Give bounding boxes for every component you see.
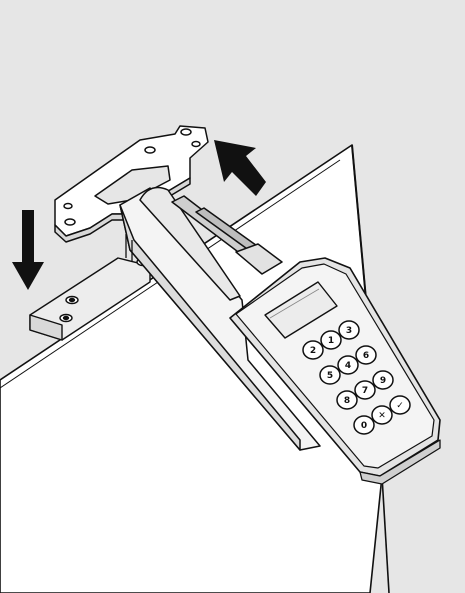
keypad-key-label: 6 — [363, 351, 369, 361]
keypad-grid: 3 1 2 6 4 5 9 7 8 ✓ ✕ 0 — [302, 320, 411, 435]
keypad-key-label: ✓ — [396, 401, 404, 411]
keypad-key-shape — [372, 370, 394, 390]
keypad-key-label: 1 — [328, 336, 334, 346]
top-bracket-plate — [54, 125, 209, 243]
keypad-key-shape — [337, 355, 359, 375]
keypad-key-shape — [353, 415, 375, 435]
keypad-key-label: 3 — [346, 326, 352, 336]
keypad-key-shape — [336, 390, 358, 410]
keypad-key-shape — [355, 345, 377, 365]
keypad-key-shape — [302, 340, 324, 360]
keypad-key: 4 — [337, 355, 359, 375]
keypad-key: 3 — [338, 320, 360, 340]
device-screen — [264, 281, 338, 339]
keypad-key-label: ✕ — [378, 411, 386, 421]
keypad-key: 1 — [320, 330, 342, 350]
keypad-key: 2 — [302, 340, 324, 360]
keypad-key-shape — [338, 320, 360, 340]
keypad-key-shape — [371, 405, 393, 425]
keypad-key-label: 8 — [344, 396, 350, 406]
bracket-arm — [119, 186, 321, 451]
keypad-key-label: 0 — [361, 421, 367, 431]
up-right-arrow-icon — [214, 140, 266, 196]
keypad-key-label: 5 — [327, 371, 333, 381]
keypad-key: 0 — [353, 415, 375, 435]
keypad-key-label: 7 — [362, 386, 368, 396]
keypad-key-label: 4 — [345, 361, 351, 371]
keypad-key: 7 — [354, 380, 376, 400]
keypad-key-label: 9 — [380, 376, 386, 386]
keypad-key: ✕ — [371, 405, 393, 425]
keypad-key: 8 — [336, 390, 358, 410]
keypad-key-label: 2 — [310, 346, 316, 356]
keypad-key-shape — [319, 365, 341, 385]
keypad-key: ✓ — [389, 395, 411, 415]
down-arrow-icon — [12, 210, 44, 290]
keypad-key: 5 — [319, 365, 341, 385]
keypad-key-shape — [320, 330, 342, 350]
keypad-key: 6 — [355, 345, 377, 365]
keypad-key: 9 — [372, 370, 394, 390]
keypad-key-shape — [354, 380, 376, 400]
keypad-key-shape — [389, 395, 411, 415]
